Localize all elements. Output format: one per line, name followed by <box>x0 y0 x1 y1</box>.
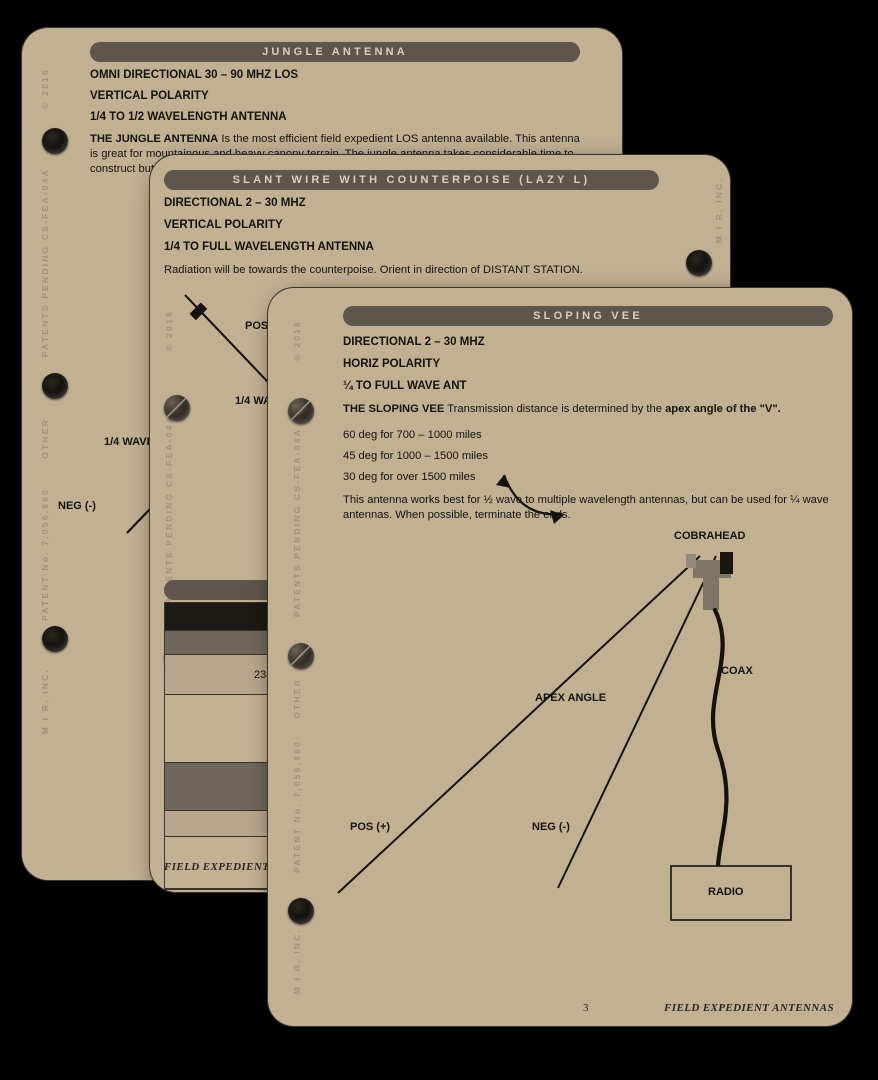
card-title-sloping-vee: SLOPING VEE <box>343 306 833 326</box>
spec-line: VERTICAL POLARITY <box>90 90 209 102</box>
diagram-label-radio: RADIO <box>708 886 744 898</box>
diagram-label-quarter-wave: 1/4 WAVE <box>104 436 154 448</box>
diagram-label-neg: NEG (-) <box>58 500 96 512</box>
closing-paragraph: This antenna works best for ½ wave to mu… <box>343 494 829 521</box>
spec-line: DIRECTIONAL 2 – 30 MHZ <box>164 197 306 209</box>
edge-copyright: © 2016 <box>40 68 50 109</box>
punch-hole <box>164 395 190 421</box>
diagram-label-cobrahead: COBRAHEAD <box>674 530 746 542</box>
spec-line: 1/4 TO FULL WAVELENGTH ANTENNA <box>164 241 374 253</box>
body-mid: Transmission distance is determined by t… <box>444 403 666 415</box>
diagram-sloping-vee <box>337 474 792 921</box>
punch-hole <box>288 398 314 424</box>
punch-hole <box>42 373 68 399</box>
deg-line: 30 deg for over 1500 miles <box>343 471 476 483</box>
spec-line: ¼ TO FULL WAVE ANT <box>343 380 467 392</box>
card-title-text: SLANT WIRE WITH COUNTERPOISE (LAZY L) <box>232 174 591 186</box>
body-lead: THE SLOPING VEE <box>343 403 445 415</box>
diagram-label-coax: COAX <box>721 665 753 677</box>
deg-line: 45 deg for 1000 – 1500 miles <box>343 450 488 462</box>
spec-line: HORIZ POLARITY <box>343 358 441 370</box>
edge-company-right: M I R, INC. <box>714 177 724 244</box>
punch-hole <box>288 643 314 669</box>
edge-patent-no: PATENT No. 7,056,860 <box>292 740 302 873</box>
edge-patents-pending: PATENTS PENDING CS-FEA-04A <box>40 168 50 358</box>
body-lead: THE JUNGLE ANTENNA <box>90 133 219 145</box>
punch-hole <box>42 626 68 652</box>
edge-copyright: © 2016 <box>164 310 174 351</box>
spec-line: DIRECTIONAL 2 – 30 MHZ <box>343 336 485 348</box>
card-title-text: JUNGLE ANTENNA <box>262 46 408 58</box>
punch-hole <box>42 128 68 154</box>
diagram-label-pos: POS (+) <box>350 821 391 833</box>
card-title-jungle: JUNGLE ANTENNA <box>90 42 580 62</box>
deg-line: 60 deg for 700 – 1000 miles <box>343 429 482 441</box>
edge-patent-no: PATENT No. 7,056,860 <box>40 488 50 621</box>
spec-line: VERTICAL POLARITY <box>164 219 283 231</box>
diagram-label-apex-angle: APEX ANGLE <box>535 692 607 704</box>
card-title-text: SLOPING VEE <box>533 310 643 322</box>
diagram-label-neg: NEG (-) <box>532 821 570 833</box>
page-number: 3 <box>583 1002 589 1014</box>
card-title-slant: SLANT WIRE WITH COUNTERPOISE (LAZY L) <box>164 170 659 190</box>
card-footer-sloping-vee: FIELD EXPEDIENT ANTENNAS <box>664 1002 834 1014</box>
edge-patents-pending: PATENTS PENDING CS-FEA-04A <box>164 415 174 605</box>
edge-company: M I R, INC. <box>292 928 302 995</box>
spec-line: OMNI DIRECTIONAL 30 – 90 MHZ LOS <box>90 69 299 81</box>
edge-patents-pending: PATENTS PENDING CS-FEA-04A <box>292 428 302 618</box>
card-sloping-vee[interactable]: SLOPING VEE © 2016 PATENTS PENDING CS-FE… <box>268 288 852 1026</box>
edge-other: OTHER <box>40 418 50 459</box>
edge-company: M I R, INC. <box>40 668 50 735</box>
punch-hole <box>288 898 314 924</box>
spec-line: 1/4 TO 1/2 WAVELENGTH ANTENNA <box>90 111 287 123</box>
edge-copyright: © 2016 <box>292 320 302 361</box>
card-body-sloping-vee: THE SLOPING VEE Transmission distance is… <box>343 402 843 417</box>
body-bold-2: apex angle of the "V". <box>665 403 781 415</box>
edge-other: OTHER <box>292 678 302 719</box>
card-body-slant: Radiation will be towards the counterpoi… <box>164 264 583 276</box>
punch-hole <box>686 250 712 276</box>
